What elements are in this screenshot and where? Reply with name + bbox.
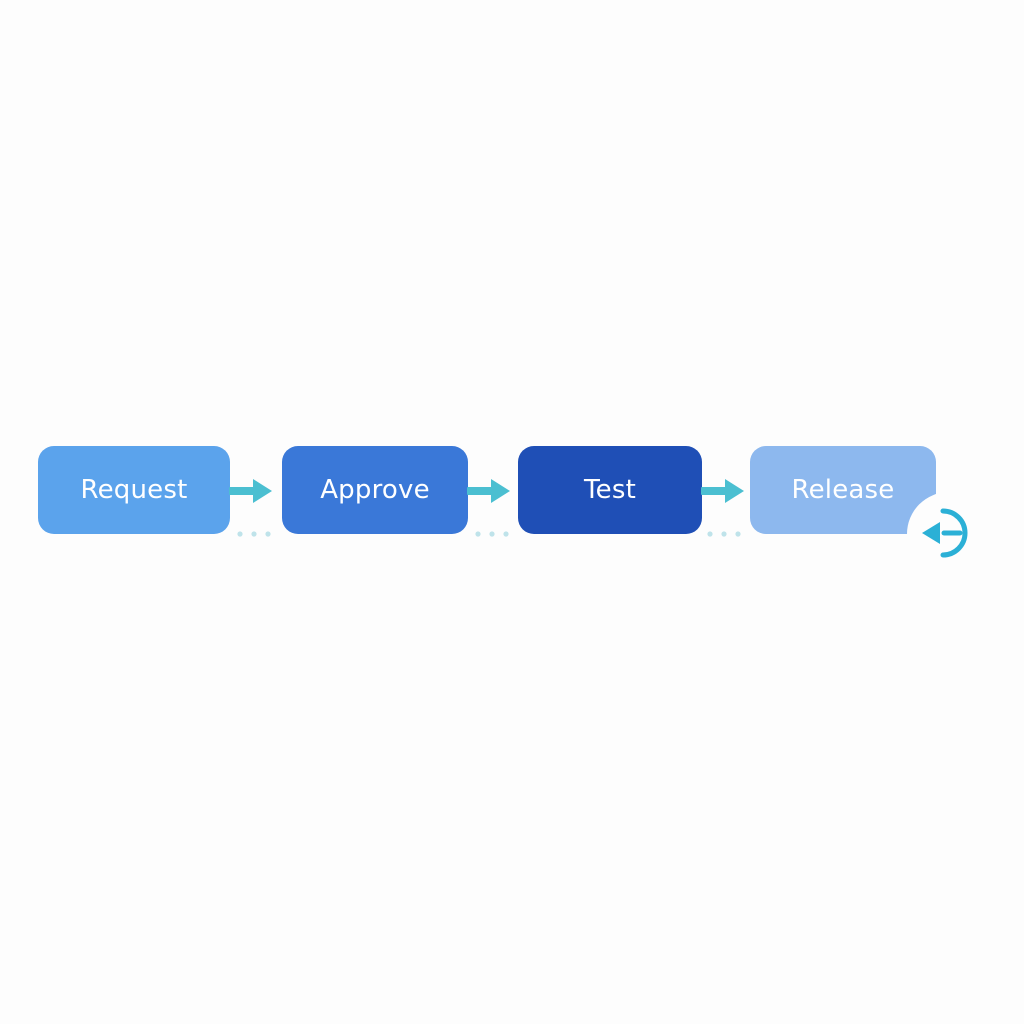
ellipsis-dots: [475, 531, 509, 537]
step-test[interactable]: Test: [518, 446, 702, 534]
step-label: Approve: [320, 475, 430, 505]
ellipsis-dots: [237, 531, 271, 537]
step-label: Release: [791, 475, 895, 505]
ellipsis-dots: [707, 531, 741, 537]
arrow-right-icon: [467, 479, 510, 503]
step-label: Request: [80, 475, 188, 505]
step-label: Test: [583, 475, 636, 505]
loop-back-icon[interactable]: [902, 492, 996, 576]
arrow-right-icon: [229, 479, 272, 503]
step-approve[interactable]: Approve: [282, 446, 468, 534]
step-request[interactable]: Request: [38, 446, 230, 534]
arrow-right-icon: [701, 479, 744, 503]
step-release[interactable]: Release: [750, 446, 936, 534]
